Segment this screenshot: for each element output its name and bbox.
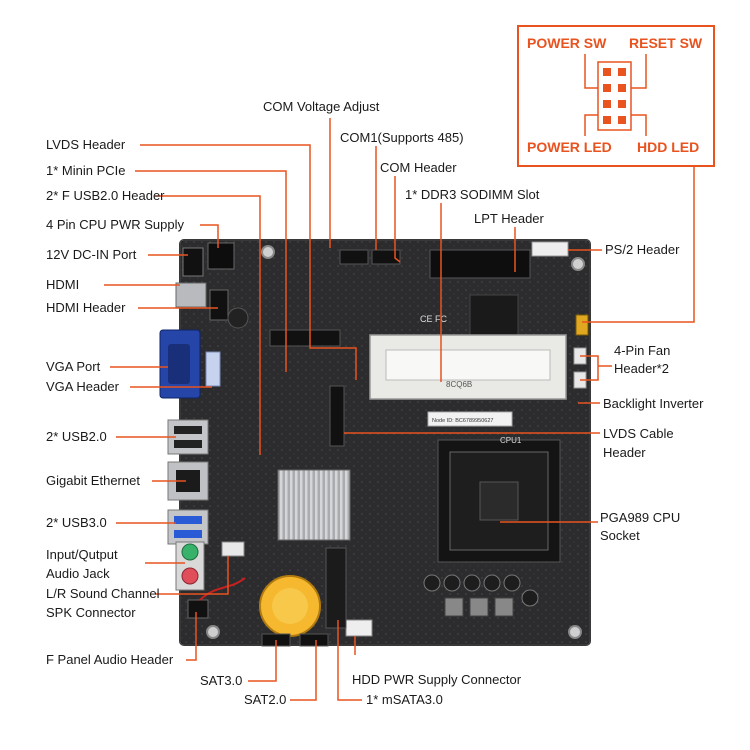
front-panel-audio-header [187,599,209,619]
vga-header-label: VGA Header [46,379,119,394]
vga-port-label: VGA Port [46,359,101,374]
power-led-label: POWER LED [527,139,612,155]
audio-jack-label-1: Input/Qutput [46,547,118,562]
fpanel-header [575,314,589,336]
lvds-header-label: LVDS Header [46,137,126,152]
lvds-header [329,385,345,447]
sata20-connector [299,633,329,647]
hdd-power-connector [345,619,373,637]
vrm-chokes [444,597,514,617]
audio-jack-red [181,567,199,585]
com-voltage-adjust-label: COM Voltage Adjust [263,99,380,114]
hdd-pwr-label: HDD PWR Supply Connector [352,672,522,687]
dc-in-label: 12V DC-IN Port [46,247,137,262]
ps2-label: PS/2 Header [605,242,680,257]
audio-jack-label-2: Audio Jack [46,566,110,581]
lpt-header [429,249,531,279]
hdd-led-label: HDD LED [637,139,700,155]
callout-lines [104,118,695,701]
capacitors [423,574,539,607]
fan-label-2: Header*2 [614,361,669,376]
lvds-cable-label-1: LVDS Cable [603,426,674,441]
mounting-holes [206,245,585,639]
com1-header [371,249,401,265]
power-sw-label: POWER SW [527,35,607,51]
speaker-wires [199,577,246,601]
cpu-power-connector [207,242,235,270]
lpt-header-label: LPT Header [474,211,544,226]
vga-port-inner [168,344,190,384]
f-panel-audio-label: F Panel Audio Header [46,652,174,667]
audio-jack-green [181,543,199,561]
ddr3-slot-label: 1* DDR3 SODIMM Slot [405,187,540,202]
usb30-slot-1 [174,516,202,524]
ce-marking: CE FC [420,314,448,324]
f-usb20-header-label: 2* F USB2.0 Header [46,188,165,203]
usb30-slot-2 [174,530,202,538]
fan-label-1: 4-Pin Fan [614,343,671,358]
cpu-socket-label-1: PGA989 CPU [600,510,681,525]
ram-marking: 8CQ6B [446,380,472,389]
ethernet-jack [176,470,200,492]
node-marking: Node ID: BC6789950627 [432,418,493,424]
msata-slot [325,547,347,629]
cmos-battery-center [272,588,308,624]
cpu-socket-label-2: Socket [600,528,640,543]
chipset-heatsink [277,469,351,541]
speaker-connector [221,541,245,557]
ethernet-label: Gigabit Ethernet [46,473,140,488]
sat20-label: SAT2.0 [244,692,287,707]
msata-label: 1* mSATA3.0 [366,692,443,707]
pin-grid-frame [597,61,632,131]
backlight-label: Backlight Inverter [603,396,704,411]
com1-label: COM1(Supports 485) [340,130,464,145]
inset-leaders [584,54,647,136]
reset-sw-label: RESET SW [629,35,703,51]
hdmi-header [209,289,229,321]
hdmi-port [175,282,207,308]
front-panel-inset [517,25,715,167]
dc-in-port [182,247,204,277]
usb20-slot-1 [174,426,202,434]
cpu-socket-center [479,481,519,521]
com-header [339,249,369,265]
node-sticker [427,411,513,427]
ps2-header [531,241,569,257]
cpu-pwr-label: 4 Pin CPU PWR Supply [46,217,184,232]
lr-sound-label-2: SPK Connector [46,605,136,620]
mini-pcie-label: 1* Minin PCIe [46,163,126,178]
lvds-cable-label-2: Header [603,445,646,460]
usb30-port [167,509,209,545]
ddr3-slot-channel [385,349,551,381]
io-chip [469,294,519,336]
lr-sound-label-1: L/R Sound Channel [46,586,160,601]
usb30-label: 2* USB3.0 [46,515,107,530]
com-header-label: COM Header [380,160,457,175]
hdmi-header-label: HDMI Header [46,300,126,315]
vga-header [205,351,221,387]
hdmi-label: HDMI [46,277,80,292]
usb20-slot-2 [174,440,202,448]
inductor [227,307,249,329]
pin-grid [603,68,626,124]
sat30-label: SAT3.0 [200,673,243,688]
mini-pcie-slot [269,329,341,347]
cpu-marking: CPU1 [500,436,522,445]
usb20-label: 2* USB2.0 [46,429,107,444]
